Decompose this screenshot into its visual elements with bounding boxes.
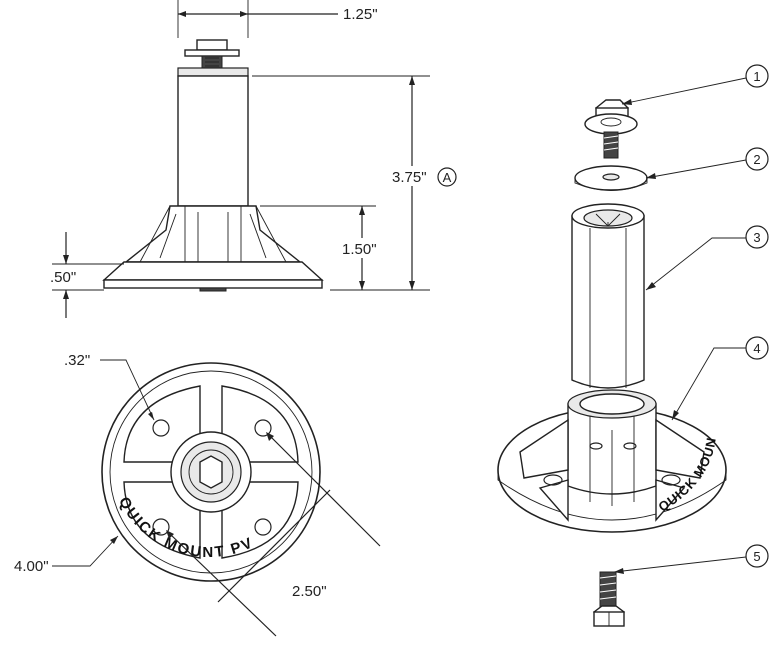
dim-hole-dia: .32"	[64, 352, 90, 369]
dim-flange-height: .50"	[50, 269, 76, 286]
bottom-pad-side	[199, 287, 227, 292]
exploded-view: QUICK MOUNT PV 1 2	[0, 0, 769, 627]
part-1-bolt	[584, 99, 638, 159]
balloon-5: 5	[613, 544, 769, 574]
base-outer-circle	[101, 362, 321, 582]
mount-hole-2	[254, 419, 272, 437]
base-cone-side	[124, 205, 302, 263]
mount-hole-3	[152, 518, 170, 536]
washer-side	[184, 49, 240, 57]
part-5-lag-bolt	[592, 571, 626, 627]
plan-view: QUICK MOUNT PV .32" 4.00" 2.50"	[14, 352, 381, 637]
part-3-post	[571, 203, 645, 389]
datum-label: A	[443, 170, 452, 185]
dim-base-height: 1.50"	[342, 241, 377, 258]
svg-text:3: 3	[753, 230, 760, 245]
svg-text:4: 4	[753, 341, 760, 356]
datum-circle	[437, 167, 457, 187]
svg-text:2: 2	[753, 152, 760, 167]
post-side	[177, 75, 249, 207]
balloon-1: 1	[621, 64, 769, 105]
flange-base-side	[103, 279, 323, 289]
svg-text:1: 1	[753, 69, 760, 84]
bolt-head-side	[196, 39, 228, 51]
side-elevation-view: 1.25" 3.75" A 1.50" .50"	[50, 0, 457, 318]
balloon-4: 4	[671, 336, 769, 421]
dim-total-height: 3.75"	[392, 169, 427, 186]
seal-washer-side	[177, 67, 249, 77]
part-2-washer	[574, 165, 648, 191]
dim-base-dia: 4.00"	[14, 558, 49, 575]
balloon-2: 2	[645, 147, 769, 179]
dim-top-width: 1.25"	[343, 6, 378, 23]
mount-hole-1	[152, 419, 170, 437]
svg-text:5: 5	[753, 549, 760, 564]
flange-side	[102, 261, 324, 281]
dim-bolt-circle: 2.50"	[292, 583, 327, 600]
mount-hole-4	[254, 518, 272, 536]
bolt-hex-top	[199, 455, 223, 489]
balloon-3: 3	[645, 225, 769, 291]
